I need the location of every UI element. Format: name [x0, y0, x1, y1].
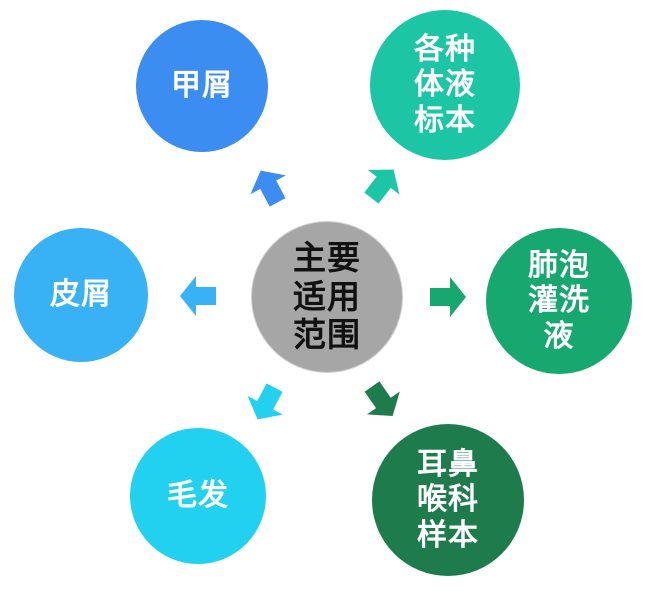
node-skin-scraping: 皮屑	[14, 228, 148, 362]
node-ent-specimens: 耳鼻 喉科 样本	[372, 424, 524, 576]
node-label: 各种 体液 标本	[414, 31, 476, 138]
node-label: 甲屑	[171, 68, 233, 104]
node-bronchoalveolar-lavage: 肺泡 灌洗 液	[486, 228, 632, 374]
center-label: 主要 适用 范围	[293, 237, 361, 355]
node-label: 肺泡 灌洗 液	[528, 247, 590, 354]
node-label: 耳鼻 喉科 样本	[417, 446, 479, 553]
center-hub: 主要 适用 范围	[252, 222, 402, 372]
arrow-to-ent-specimens	[364, 381, 400, 417]
arrow-to-skin-scraping	[180, 276, 216, 316]
node-label: 毛发	[167, 478, 229, 514]
node-label: 皮屑	[50, 277, 112, 313]
node-nail-scraping: 甲屑	[136, 20, 268, 152]
arrow-to-hair	[247, 383, 283, 420]
node-hair: 毛发	[130, 428, 266, 564]
arrow-to-nail-scraping	[250, 170, 286, 207]
arrow-to-body-fluid-specimens	[364, 169, 400, 204]
arrow-to-bronchoalveolar-lavage	[430, 277, 466, 317]
node-body-fluid-specimens: 各种 体液 标本	[370, 10, 520, 160]
